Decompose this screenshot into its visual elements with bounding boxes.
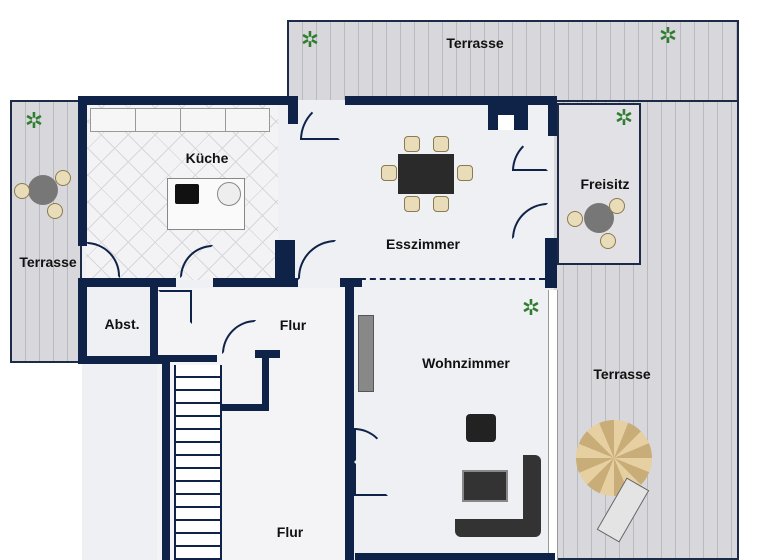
chair bbox=[404, 196, 420, 212]
staircase bbox=[174, 365, 222, 560]
wall bbox=[78, 96, 298, 105]
wall bbox=[78, 278, 176, 287]
window bbox=[548, 290, 558, 560]
wall bbox=[78, 278, 87, 363]
plant-icon: ✲ bbox=[614, 105, 634, 130]
wall bbox=[157, 355, 217, 362]
wall bbox=[217, 404, 269, 411]
wall bbox=[213, 278, 298, 287]
chimney bbox=[498, 115, 514, 130]
chair bbox=[433, 196, 449, 212]
room-label-terrace-top: Terrasse bbox=[446, 35, 504, 51]
sink-icon bbox=[217, 182, 241, 206]
chair bbox=[567, 211, 583, 227]
wall bbox=[345, 96, 557, 105]
chair bbox=[14, 183, 30, 199]
chair bbox=[381, 165, 397, 181]
chair bbox=[47, 203, 63, 219]
wall bbox=[78, 356, 166, 364]
terrace-left-deck bbox=[10, 100, 82, 363]
room-label-hall-upper: Flur bbox=[279, 317, 307, 333]
wall bbox=[545, 238, 557, 288]
armchair bbox=[466, 414, 496, 442]
wall bbox=[262, 350, 269, 410]
wall bbox=[275, 240, 295, 280]
fireplace bbox=[358, 315, 374, 392]
room-label-seating: Freisitz bbox=[580, 176, 630, 192]
wall bbox=[150, 286, 158, 356]
room-label-storage: Abst. bbox=[104, 316, 140, 332]
wall bbox=[548, 96, 557, 136]
dining-table bbox=[398, 154, 454, 194]
chair bbox=[433, 136, 449, 152]
plant-icon: ✲ bbox=[24, 108, 44, 133]
plant-icon: ✲ bbox=[300, 27, 320, 52]
wall bbox=[340, 278, 362, 287]
cooktop-icon bbox=[175, 184, 199, 204]
chair bbox=[457, 165, 473, 181]
room-label-living: Wohnzimmer bbox=[422, 355, 510, 371]
wall bbox=[355, 553, 555, 560]
room-label-kitchen: Küche bbox=[185, 150, 229, 166]
wall bbox=[162, 362, 170, 560]
freisitz-area bbox=[557, 103, 641, 265]
chair bbox=[609, 198, 625, 214]
umbrella bbox=[576, 420, 652, 496]
wall bbox=[340, 278, 555, 289]
chair bbox=[55, 170, 71, 186]
terrace-top-deck bbox=[287, 20, 739, 110]
sofa bbox=[455, 455, 541, 537]
chair bbox=[404, 136, 420, 152]
plant-icon: ✲ bbox=[658, 23, 678, 48]
wall bbox=[78, 96, 87, 246]
room-label-terrace-left: Terrasse bbox=[19, 254, 77, 270]
room-label-terrace-right: Terrasse bbox=[593, 366, 651, 382]
room-label-hall-lower: Flur bbox=[276, 524, 304, 540]
plant-icon: ✲ bbox=[521, 295, 541, 320]
chair bbox=[600, 233, 616, 249]
terrace-right-deck bbox=[548, 100, 739, 560]
room-label-dining: Esszimmer bbox=[386, 236, 460, 252]
wall bbox=[288, 96, 298, 124]
kitchen-counter bbox=[90, 108, 270, 132]
round-table bbox=[28, 175, 58, 205]
wall bbox=[345, 283, 354, 560]
coffee-table bbox=[462, 470, 508, 502]
